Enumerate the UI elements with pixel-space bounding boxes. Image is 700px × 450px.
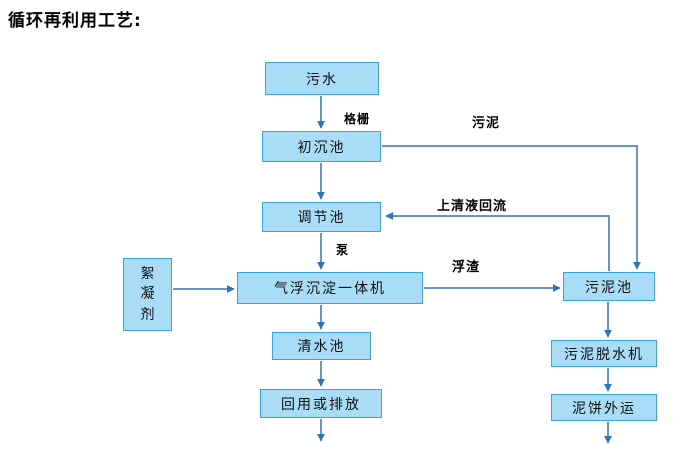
edge-label-grid-screen: 格栅 (344, 112, 371, 126)
node-sewage: 污水 (265, 62, 379, 95)
node-flocculant: 絮凝剂 (123, 258, 172, 331)
node-regulating-tank: 调节池 (262, 202, 381, 232)
node-sludge-dewatering-machine: 污泥脱水机 (551, 340, 657, 367)
edge-label-pump: 泵 (336, 243, 350, 257)
node-reuse-or-discharge: 回用或排放 (260, 389, 382, 418)
edge-label-sludge: 污泥 (472, 116, 501, 131)
node-clear-water-tank: 清水池 (272, 332, 371, 360)
arrow-supernatant-return-to-regulating (385, 212, 610, 271)
node-air-flotation-settling-unit: 气浮沉淀一体机 (237, 272, 423, 304)
node-sludge-tank: 污泥池 (563, 272, 655, 301)
arrow-sludge-to-sludge-tank (382, 145, 641, 270)
node-primary-sedimentation-tank: 初沉池 (262, 131, 381, 162)
page-title: 循环再利用工艺: (8, 11, 142, 31)
edge-label-scum: 浮渣 (452, 260, 481, 275)
edge-label-supernatant-return: 上清液回流 (437, 199, 508, 214)
node-mud-cake-transport: 泥饼外运 (551, 394, 657, 421)
